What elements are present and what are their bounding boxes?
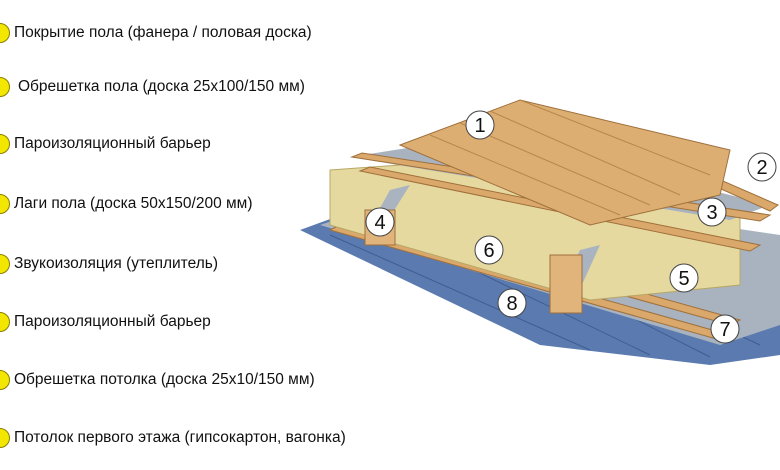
marker-dot <box>0 194 10 214</box>
marker-5: 5 <box>669 263 699 293</box>
marker-8: 8 <box>497 288 527 318</box>
marker-4: 4 <box>365 207 395 237</box>
floor-diagram: 1 2 3 4 5 6 7 8 <box>300 99 780 365</box>
marker-6: 6 <box>474 235 504 265</box>
marker-dot <box>0 370 10 390</box>
svg-text:4: 4 <box>374 212 385 234</box>
svg-text:8: 8 <box>506 293 517 315</box>
legend-label: Пароизоляционный барьер <box>14 135 211 152</box>
marker-3: 3 <box>697 197 727 227</box>
svg-text:6: 6 <box>483 240 494 262</box>
svg-text:3: 3 <box>706 202 717 224</box>
legend-label: Лаги пола (доска 50х150/200 мм) <box>14 195 253 212</box>
joist-end <box>549 254 583 314</box>
marker-dot <box>0 23 10 43</box>
svg-text:1: 1 <box>474 115 485 137</box>
marker-dot <box>0 428 10 448</box>
marker-dot <box>0 254 10 274</box>
legend-label: Обрешетка потолка (доска 25х10/150 мм) <box>14 371 315 388</box>
legend-label: Обрешетка пола (доска 25х100/150 мм) <box>18 78 305 95</box>
marker-dot <box>0 77 10 97</box>
marker-7: 7 <box>710 314 740 344</box>
svg-text:7: 7 <box>719 319 730 341</box>
svg-text:5: 5 <box>678 268 689 290</box>
marker-1: 1 <box>465 110 495 140</box>
legend-label: Потолок первого этажа (гипсокартон, ваго… <box>14 429 346 446</box>
legend-label: Покрытие пола (фанера / половая доска) <box>14 24 312 41</box>
svg-text:2: 2 <box>756 157 767 179</box>
marker-dot <box>0 134 10 154</box>
legend-label: Звукоизоляция (утеплитель) <box>14 255 218 272</box>
marker-2: 2 <box>747 152 777 182</box>
marker-dot <box>0 312 10 332</box>
legend-label: Пароизоляционный барьер <box>14 313 211 330</box>
markers: 1 2 3 4 5 6 7 8 <box>365 110 777 344</box>
